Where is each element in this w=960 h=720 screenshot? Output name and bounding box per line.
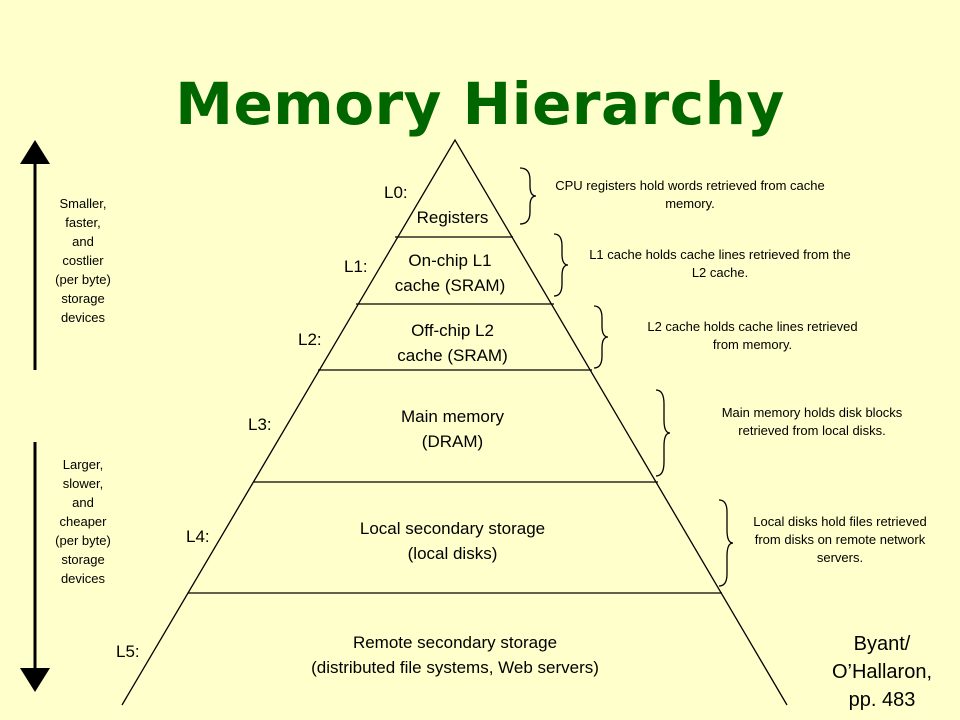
desc-l3: Main memory holds disk blocks retrieved … bbox=[721, 405, 903, 438]
credit-line-1: Byant/ bbox=[853, 633, 911, 655]
side-top-line-3: and bbox=[72, 234, 94, 249]
tier-l5-line1: Remote secondary storage bbox=[352, 633, 558, 652]
credit-line-2: O’Hallaron, bbox=[831, 661, 933, 683]
credit-line-3: pp. 483 bbox=[848, 689, 916, 711]
tier-main-memory: Main memory (DRAM) bbox=[350, 404, 555, 454]
side-text-larger-slower: Larger, slower, and cheaper (per byte) s… bbox=[38, 455, 128, 588]
pyramid-outline bbox=[121, 138, 788, 706]
tier-registers: Registers bbox=[400, 205, 505, 230]
brace-l4 bbox=[718, 499, 734, 587]
desc-l4: Local disks hold files retrieved from di… bbox=[753, 514, 927, 565]
brace-l3 bbox=[655, 389, 671, 477]
brace-l1 bbox=[553, 233, 569, 297]
tier-l1-cache: On-chip L1 cache (SRAM) bbox=[360, 248, 540, 298]
brace-l2 bbox=[593, 305, 609, 369]
side-text-smaller-faster: Smaller, faster, and costlier (per byte)… bbox=[38, 194, 128, 327]
slide-title: Memory Hierarchy bbox=[175, 70, 785, 138]
side-top-line-1: Smaller, bbox=[59, 196, 107, 211]
tier-l1-line2: cache (SRAM) bbox=[394, 276, 506, 295]
side-bottom-line-3: and bbox=[72, 495, 94, 510]
side-top-line-6: storage bbox=[61, 291, 105, 306]
side-bottom-line-2: slower, bbox=[62, 476, 104, 491]
brace-l0 bbox=[519, 167, 537, 225]
tier-l2-line1: Off-chip L2 bbox=[411, 321, 494, 340]
side-bottom-line-7: devices bbox=[60, 571, 106, 586]
desc-l2: L2 cache holds cache lines retrieved fro… bbox=[647, 319, 858, 352]
tier-l3-line2: (DRAM) bbox=[421, 432, 484, 451]
tier-l2-cache: Off-chip L2 cache (SRAM) bbox=[360, 318, 545, 368]
tier-remote-secondary: Remote secondary storage (distributed fi… bbox=[250, 630, 660, 680]
tier-local-secondary: Local secondary storage (local disks) bbox=[310, 516, 595, 566]
level-label-l5: L5: bbox=[116, 642, 140, 661]
side-bottom-line-1: Larger, bbox=[62, 457, 104, 472]
level-label-l1: L1: bbox=[344, 257, 368, 276]
tier-l1-line1: On-chip L1 bbox=[408, 251, 492, 270]
level-label-l4: L4: bbox=[186, 527, 210, 546]
desc-l1: L1 cache holds cache lines retrieved fro… bbox=[589, 247, 851, 280]
tier-l3-line1: Main memory bbox=[401, 407, 504, 426]
tier-l4-line1: Local secondary storage bbox=[359, 519, 546, 538]
desc-l0: CPU registers hold words retrieved from … bbox=[555, 178, 825, 211]
side-top-line-7: devices bbox=[60, 310, 106, 325]
side-top-line-5: (per byte) bbox=[55, 272, 111, 287]
side-bottom-line-4: cheaper bbox=[59, 514, 107, 529]
side-top-line-2: faster, bbox=[65, 215, 101, 230]
level-label-l0: L0: bbox=[384, 183, 408, 202]
level-label-l3: L3: bbox=[248, 415, 272, 434]
side-bottom-line-6: storage bbox=[61, 552, 105, 567]
tier-l4-line2: (local disks) bbox=[407, 544, 498, 563]
tier-l2-line2: cache (SRAM) bbox=[397, 346, 508, 365]
tier-l5-line2: (distributed file systems, Web servers) bbox=[311, 658, 599, 677]
citation-credit: Byant/ O’Hallaron, pp. 483 bbox=[812, 630, 952, 714]
tier-registers-line1: Registers bbox=[416, 208, 489, 227]
level-label-l2: L2: bbox=[298, 330, 322, 349]
side-top-line-4: costlier bbox=[62, 253, 104, 268]
side-bottom-line-5: (per byte) bbox=[55, 533, 111, 548]
